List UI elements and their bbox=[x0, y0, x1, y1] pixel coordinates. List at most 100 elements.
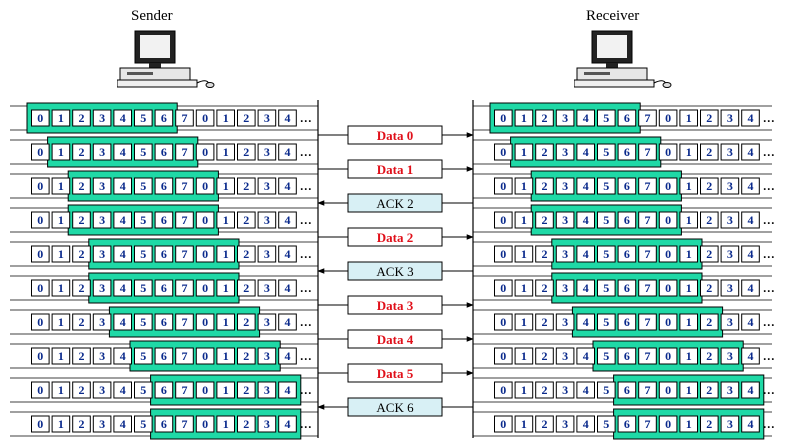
receiver-cell bbox=[720, 245, 740, 263]
sender-cell-label: 2 bbox=[79, 179, 85, 193]
receiver-cell bbox=[494, 313, 513, 331]
receiver-cell bbox=[720, 109, 740, 127]
sender-cell-label: 1 bbox=[58, 315, 64, 329]
receiver-cell-label: 1 bbox=[521, 383, 527, 397]
receiver-cell bbox=[617, 143, 637, 161]
sender-cell-label: 5 bbox=[140, 383, 146, 397]
sender-cell-label: 4 bbox=[120, 349, 126, 363]
receiver-cell-label: 1 bbox=[521, 315, 527, 329]
sender-ellipsis: … bbox=[300, 417, 312, 431]
sender-cell bbox=[92, 245, 112, 263]
receiver-cell-label: 7 bbox=[645, 315, 651, 329]
sender-cell-label: 3 bbox=[264, 281, 270, 295]
sender-cell-label: 7 bbox=[182, 111, 188, 125]
receiver-cell-label: 7 bbox=[645, 383, 651, 397]
sender-cell bbox=[92, 143, 112, 161]
sender-cell-label: 3 bbox=[99, 349, 105, 363]
sender-cell bbox=[257, 279, 277, 297]
sender-cell-label: 4 bbox=[285, 383, 291, 397]
receiver-cell-label: 6 bbox=[624, 111, 630, 125]
receiver-cell bbox=[494, 245, 513, 263]
receiver-cell bbox=[576, 279, 596, 297]
receiver-cell-label: 0 bbox=[665, 383, 671, 397]
sender-cell-label: 4 bbox=[120, 383, 126, 397]
sender-cell bbox=[72, 347, 91, 365]
receiver-cell bbox=[576, 109, 596, 127]
sender-cell-label: 3 bbox=[264, 179, 270, 193]
receiver-cell bbox=[658, 143, 678, 161]
receiver-cell-label: 0 bbox=[500, 315, 506, 329]
sender-cell bbox=[175, 177, 194, 195]
receiver-cell-label: 0 bbox=[500, 281, 506, 295]
receiver-cell-label: 6 bbox=[624, 281, 630, 295]
receiver-cell bbox=[576, 245, 596, 263]
receiver-title: Receiver bbox=[586, 8, 640, 24]
sender-ellipsis: … bbox=[300, 213, 312, 227]
sender-ellipsis: … bbox=[300, 247, 312, 261]
receiver-cell bbox=[617, 279, 637, 297]
sender-cell bbox=[113, 177, 133, 195]
receiver-cell-label: 2 bbox=[706, 315, 712, 329]
receiver-cell-label: 1 bbox=[521, 247, 527, 261]
sender-cell bbox=[175, 381, 194, 399]
receiver-cell bbox=[617, 415, 637, 433]
sender-cell bbox=[134, 313, 153, 331]
sender-cell bbox=[278, 279, 297, 297]
sender-cell-label: 3 bbox=[99, 383, 105, 397]
receiver-cell bbox=[494, 211, 513, 229]
sender-cell bbox=[72, 211, 91, 229]
sender-cell bbox=[72, 177, 91, 195]
receiver-cell bbox=[700, 313, 719, 331]
sender-cell-label: 4 bbox=[285, 179, 291, 193]
receiver-cell-label: 1 bbox=[686, 111, 692, 125]
sender-cell-label: 6 bbox=[161, 111, 167, 125]
receiver-cell-label: 2 bbox=[706, 111, 712, 125]
sender-cell bbox=[31, 143, 50, 161]
receiver-cell-label: 4 bbox=[583, 213, 589, 227]
data-label: Data 4 bbox=[377, 332, 414, 347]
receiver-cell-label: 1 bbox=[521, 417, 527, 431]
receiver-cell bbox=[514, 381, 534, 399]
sender-cell-label: 1 bbox=[58, 247, 64, 261]
receiver-cell-label: 5 bbox=[603, 145, 609, 159]
sender-cell bbox=[278, 381, 297, 399]
sender-cell bbox=[237, 211, 256, 229]
ack-label: ACK 2 bbox=[376, 196, 413, 211]
sender-cell bbox=[113, 245, 133, 263]
sender-cell bbox=[154, 211, 174, 229]
receiver-cell-label: 4 bbox=[748, 315, 754, 329]
receiver-cell bbox=[679, 177, 699, 195]
receiver-cell-label: 0 bbox=[500, 213, 506, 227]
receiver-cell-label: 5 bbox=[603, 281, 609, 295]
receiver-ellipsis: … bbox=[763, 417, 775, 431]
sender-cell bbox=[51, 245, 71, 263]
sender-cell bbox=[113, 313, 133, 331]
sender-cell-label: 2 bbox=[243, 383, 249, 397]
receiver-cell bbox=[494, 109, 513, 127]
sender-cell-label: 2 bbox=[243, 145, 249, 159]
sender-cell-label: 3 bbox=[264, 213, 270, 227]
sender-cell bbox=[134, 211, 153, 229]
receiver-cell-label: 7 bbox=[645, 213, 651, 227]
sender-cell bbox=[72, 279, 91, 297]
sender-cell-label: 1 bbox=[58, 111, 64, 125]
sender-cell bbox=[31, 245, 50, 263]
sender-cell-label: 0 bbox=[202, 179, 208, 193]
sender-cell-label: 2 bbox=[243, 247, 249, 261]
receiver-cell bbox=[741, 109, 760, 127]
receiver-cell-label: 0 bbox=[500, 111, 506, 125]
receiver-cell bbox=[555, 177, 575, 195]
sender-cell-label: 0 bbox=[37, 145, 43, 159]
receiver-cell-label: 7 bbox=[645, 281, 651, 295]
receiver-cell bbox=[494, 415, 513, 433]
receiver-cell-label: 0 bbox=[665, 247, 671, 261]
receiver-cell-label: 4 bbox=[748, 281, 754, 295]
receiver-cell-label: 3 bbox=[727, 111, 733, 125]
sender-cell bbox=[51, 211, 71, 229]
receiver-cell bbox=[720, 347, 740, 365]
sender-cell-label: 3 bbox=[99, 281, 105, 295]
sender-cell-label: 7 bbox=[182, 213, 188, 227]
sender-cell bbox=[195, 415, 215, 433]
receiver-cell-label: 1 bbox=[686, 417, 692, 431]
sender-cell bbox=[154, 245, 174, 263]
